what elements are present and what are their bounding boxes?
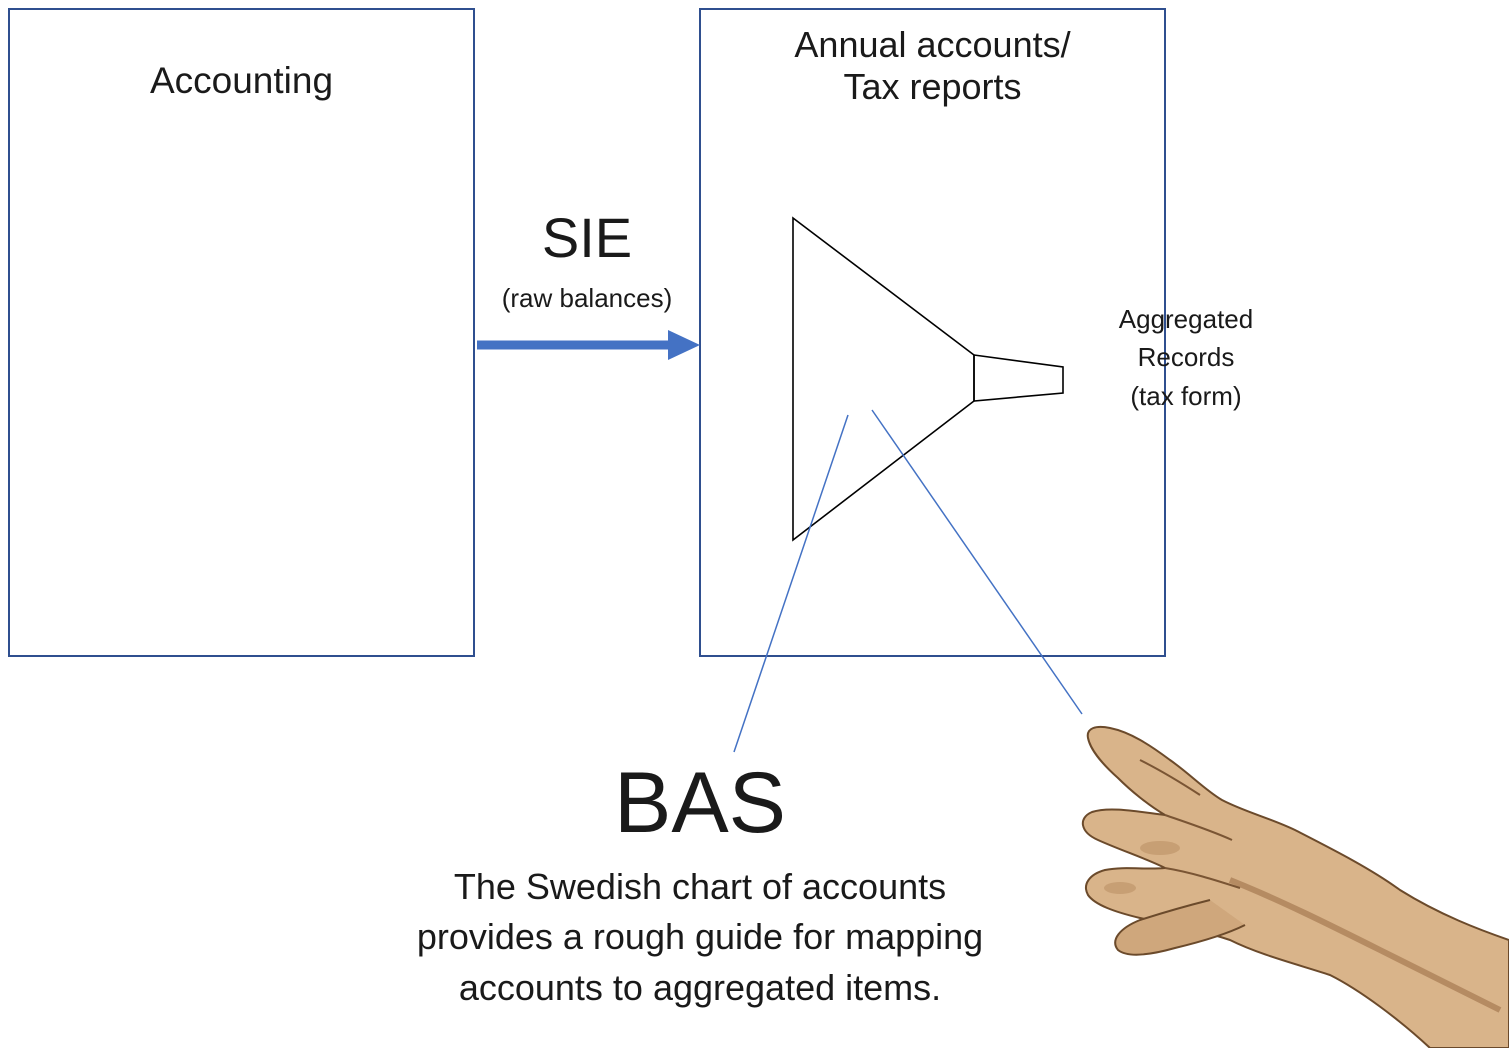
annual-accounts-title: Annual accounts/ Tax reports: [794, 24, 1071, 108]
sie-format-label: SIE: [541, 206, 633, 269]
accounting-title: Accounting: [149, 60, 334, 101]
bas-description: The Swedish chart of accounts provides a…: [416, 866, 984, 1008]
sie-format-note: (raw balances): [501, 283, 673, 313]
sie-arrow: [477, 330, 700, 360]
accounting-box: [8, 8, 475, 657]
bas-title: BAS: [613, 755, 787, 851]
aggregated-records-label: Aggregated Records (tax form): [1118, 304, 1254, 411]
pointing-hand-icon: [1082, 725, 1509, 1048]
